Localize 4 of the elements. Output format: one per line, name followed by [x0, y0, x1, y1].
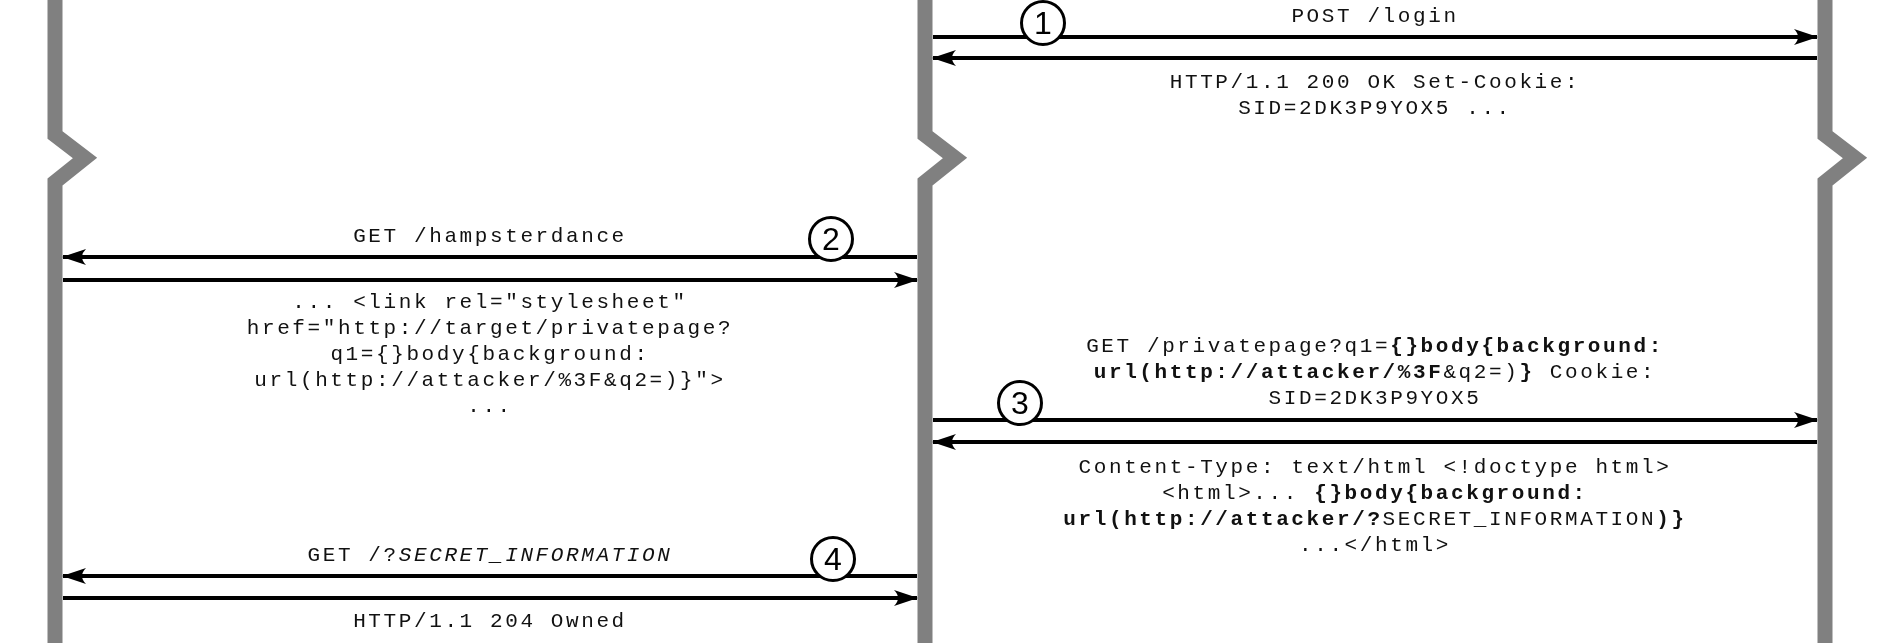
callout-number: 3: [997, 380, 1043, 426]
callout-number: 1: [1020, 0, 1066, 46]
callout-number: 4: [810, 536, 856, 582]
callout-number: 2: [808, 216, 854, 262]
